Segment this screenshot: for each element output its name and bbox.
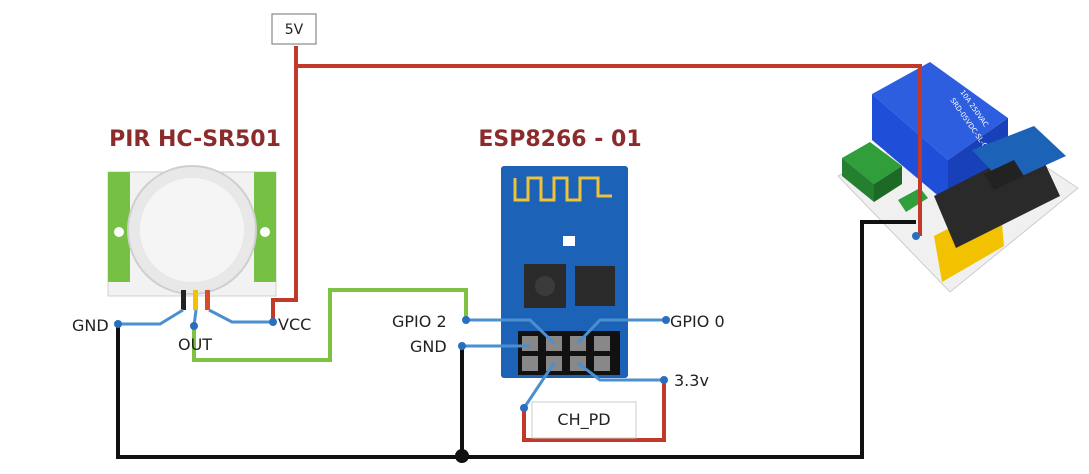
dot-relay-vcc (912, 232, 920, 240)
esp-antenna (513, 176, 612, 202)
lead-pir-gnd (118, 308, 184, 326)
esp-flash-chip (575, 266, 615, 306)
esp-header-pin (522, 356, 538, 371)
dot-esp-gnd (458, 342, 466, 350)
relay-box-front (872, 94, 948, 204)
esp-led (563, 236, 575, 246)
relay-terminal-block (842, 142, 902, 184)
supply-box (271, 13, 317, 45)
dot-pir-vcc (269, 318, 277, 326)
dot-esp-gpio0 (662, 316, 670, 324)
lead-esp-gpio2 (466, 318, 556, 345)
esp-pin-gpio0-label: GPIO 0 (670, 312, 725, 331)
relay-module: 10A 250VAC SRD-05VDC-SL-C (837, 62, 1079, 293)
pir-right-hole (260, 227, 270, 237)
wire-signal-out-gpio2 (192, 288, 468, 362)
supply-label: 5V (285, 22, 304, 38)
pir-pin-vcc-label: VCC (278, 315, 311, 334)
esp-header-pin (594, 336, 610, 351)
esp-pin-3v3-label: 3.3v (674, 371, 709, 390)
esp-pin-ch-pd-label: CH_PD (557, 410, 610, 430)
esp-pin-gpio2-label: GPIO 2 (392, 312, 447, 331)
esp-pin-gnd-label: GND (410, 337, 447, 356)
lead-esp-gpio0 (576, 318, 666, 345)
pir-sensor (107, 165, 277, 310)
esp-header-pin (594, 356, 610, 371)
esp-header-pin (522, 336, 538, 351)
relay-esp-chip (984, 160, 1024, 190)
pir-pin-gnd-label: GND (72, 316, 109, 335)
dot-esp-gpio2 (462, 316, 470, 324)
dot-esp-ch-pd (520, 404, 528, 412)
pir-pin-vcc (205, 290, 210, 310)
pir-title: PIR HC-SR501 (109, 127, 281, 152)
dot-esp-3v3 (660, 376, 668, 384)
pir-pin-gnd (181, 290, 186, 310)
relay-box-top (872, 62, 1008, 160)
lead-esp-ch-pd (522, 362, 556, 409)
lead-esp-3v3 (577, 361, 664, 382)
esp-header-pins (522, 336, 610, 371)
esp-chip-logo (535, 276, 555, 296)
pir-pin-out-label: OUT (178, 335, 212, 354)
dot-pir-out (190, 322, 198, 330)
ground-junction (455, 449, 469, 463)
wire-5v-to-pir (271, 46, 298, 322)
lead-pir-vcc (208, 308, 273, 324)
esp-title: ESP8266 - 01 (478, 127, 641, 152)
wire-5v-to-relay (296, 64, 922, 236)
pir-dome-inner (140, 178, 244, 282)
pir-pin-out (193, 290, 198, 310)
wire-ch-pd-loop (522, 380, 666, 442)
ch-pd-box (531, 401, 637, 439)
relay-terminal-side (874, 166, 902, 202)
wire-ground (116, 220, 916, 459)
dot-pir-gnd (114, 320, 122, 328)
relay-terminal-front (842, 158, 874, 202)
pir-left-hole (114, 227, 124, 237)
